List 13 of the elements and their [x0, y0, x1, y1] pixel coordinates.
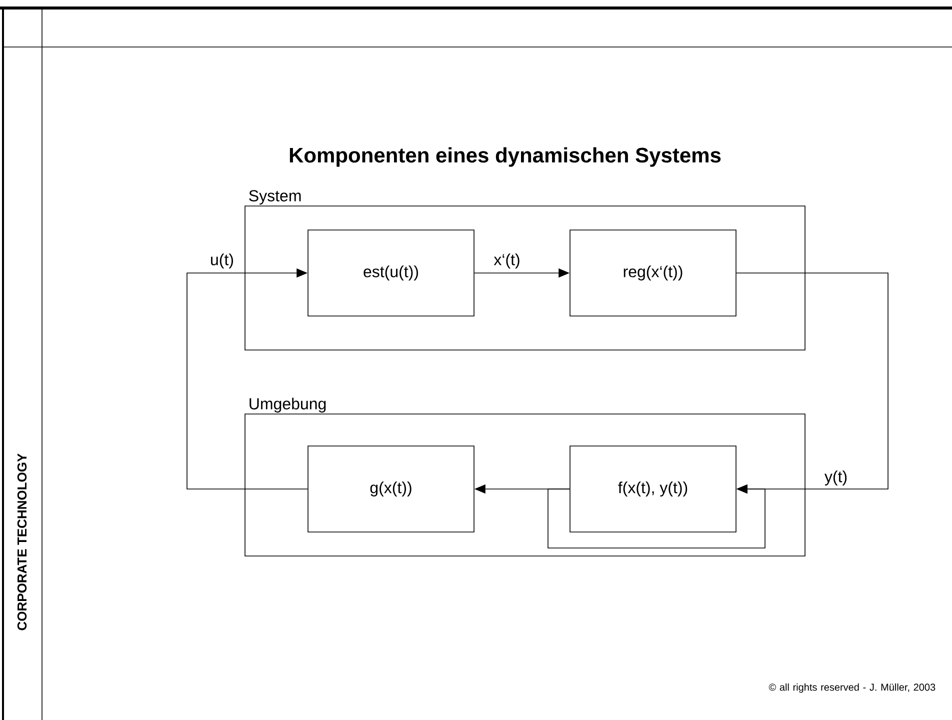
edge-label: x‘(t) — [492, 252, 522, 270]
arrow — [186, 268, 308, 490]
edge-label: u(t) — [209, 252, 235, 270]
node-label: Umgebung — [250, 398, 326, 413]
process-box: reg(x‘(t)) — [570, 230, 736, 316]
process-box: est(u(t)) — [308, 230, 474, 316]
edge-label: y(t) — [823, 470, 849, 486]
process-box: f(x(t), y(t)) — [570, 446, 736, 532]
copyright-note: © all rights reserved - J. Müller, 2003 — [768, 683, 936, 693]
process-box: g(x(t)) — [308, 446, 474, 532]
node-label: System — [249, 190, 301, 205]
title: Komponenten eines dynamischen Systems — [290, 147, 721, 167]
side-label: CORPORATE TECHNOLOGY — [17, 454, 27, 630]
